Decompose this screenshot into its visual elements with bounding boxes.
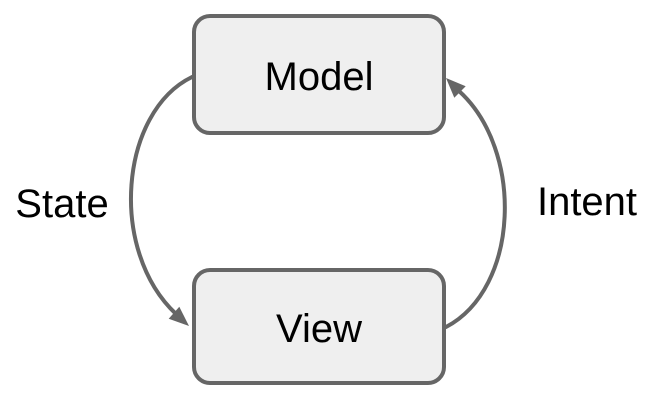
view-node <box>192 268 446 385</box>
intent-arrowhead-icon <box>446 78 466 98</box>
intent-edge-label: Intent <box>537 180 637 224</box>
intent-arrow <box>444 78 507 329</box>
state-edge-label: State <box>15 182 108 226</box>
model-node-label: Model <box>265 55 374 99</box>
state-arrow <box>128 75 194 326</box>
state-arrowhead-icon <box>168 306 189 326</box>
state-arrow-path <box>128 75 194 316</box>
model-node <box>192 14 446 135</box>
view-node-label: View <box>276 307 362 351</box>
intent-arrow-path <box>444 89 507 329</box>
